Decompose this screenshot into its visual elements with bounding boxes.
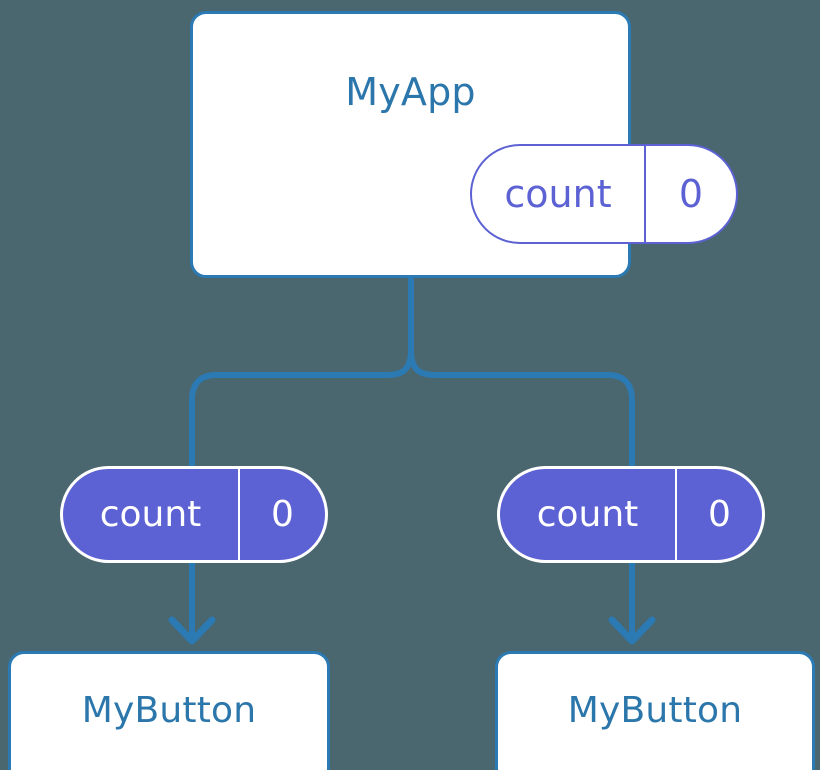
arrow-left-prop-to-mybutton xyxy=(168,563,216,645)
prop-pill-right-key: count xyxy=(500,469,677,560)
prop-pill-right[interactable]: count 0 xyxy=(497,466,765,563)
branch-left-wire xyxy=(189,349,414,466)
prop-pill-right-value: 0 xyxy=(708,494,731,535)
prop-pill-left-key: count xyxy=(63,469,240,560)
arrow-right-prop-to-mybutton xyxy=(608,563,656,645)
state-pill-key: count xyxy=(472,146,646,242)
component-node-mybutton-right[interactable]: MyButton xyxy=(495,651,815,770)
prop-pill-left[interactable]: count 0 xyxy=(60,466,328,563)
state-pill-value: 0 xyxy=(678,172,704,216)
component-node-myapp[interactable]: MyApp count 0 xyxy=(190,11,738,278)
component-name-myapp: MyApp xyxy=(345,70,476,114)
component-name-mybutton-left: MyButton xyxy=(81,690,257,731)
state-pill-myapp[interactable]: count 0 xyxy=(470,144,738,244)
prop-pill-left-value: 0 xyxy=(271,494,294,535)
component-name-mybutton-right: MyButton xyxy=(567,690,743,731)
branch-right-wire xyxy=(408,349,635,466)
component-node-mybutton-left[interactable]: MyButton xyxy=(8,651,330,770)
